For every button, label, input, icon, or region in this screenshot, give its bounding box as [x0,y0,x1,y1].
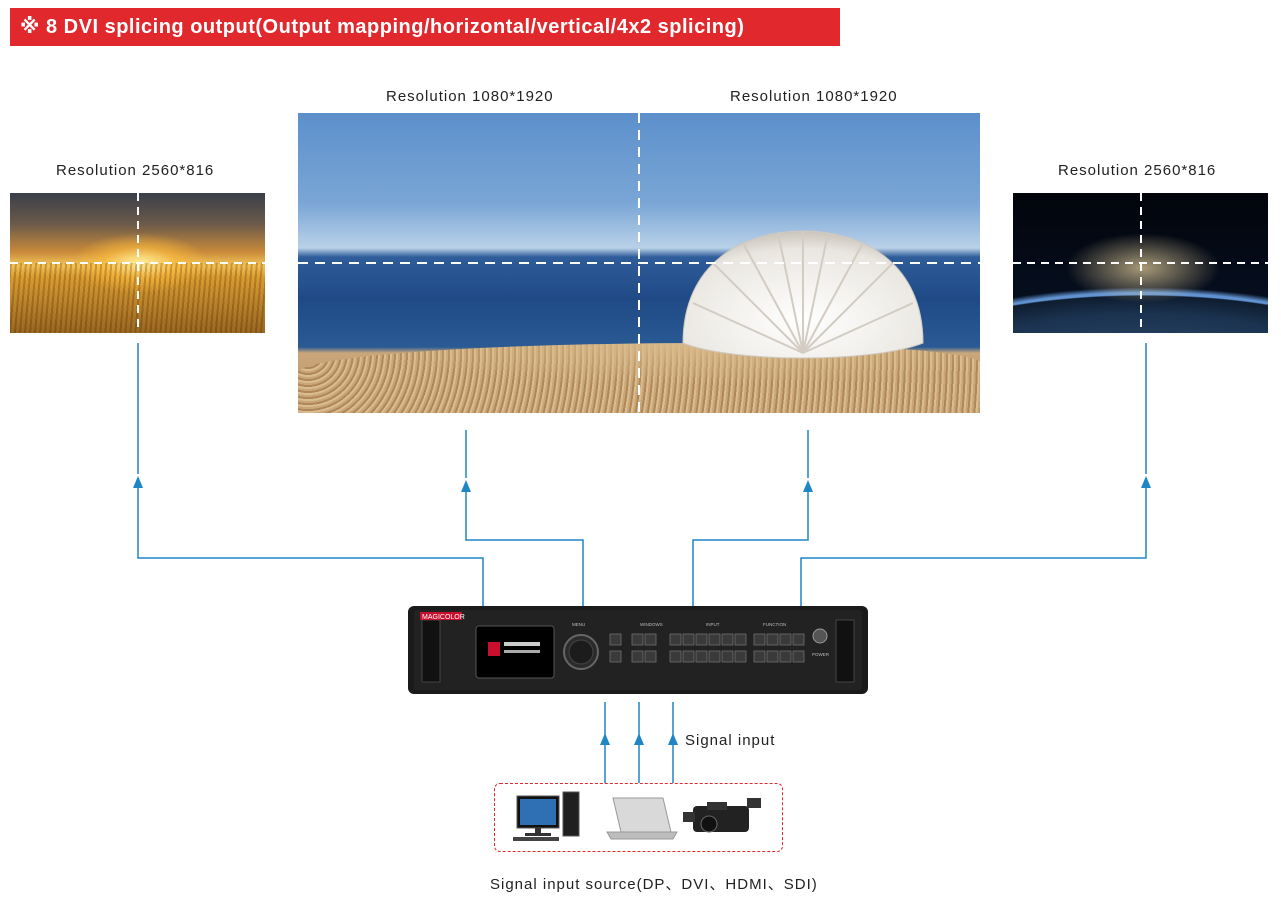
signal-input-label: Signal input [685,732,776,749]
label-left-output: Resolution 2560*816 [56,162,215,179]
power-label: POWER [812,652,830,657]
arrow-up-icon [803,480,813,492]
label-center-left-output: Resolution 1080*1920 [386,88,554,105]
windows-label: WINDOWS [640,622,663,627]
knob-label: MENU [572,622,585,627]
button-grid [609,633,805,663]
power-button-icon [812,628,828,644]
beach-screen [298,113,980,413]
earth-splice-lines [1013,193,1268,333]
desktop-computer-icon [513,791,580,841]
arrow-up-icon [461,480,471,492]
laptop-icon [606,797,678,840]
arrow-up-icon [133,476,143,488]
output-line-1 [137,484,484,606]
function-label: FUNCTION [763,622,786,627]
output-line-2 [465,488,584,606]
signal-source-box [494,783,783,852]
output-line-4 [800,484,1147,606]
earth-screen [1013,193,1268,333]
arrow-up-icon [634,733,644,745]
video-processor-device: MAGICOLOR MENU WINDOWS INPUT FUNCTION PO… [408,606,868,694]
camcorder-icon [683,798,761,833]
device-brand: MAGICOLOR [422,614,465,621]
arrow-up-icon [600,733,610,745]
sunset-screen [10,193,265,333]
output-line-3 [692,488,809,606]
beach-splice-lines [298,113,980,413]
title-banner: ※ 8 DVI splicing output(Output mapping/h… [10,8,840,46]
source-devices [513,791,761,841]
sunset-splice-lines [10,193,265,333]
signal-source-label: Signal input source(DP、DVI、HDMI、SDI) [490,876,818,893]
arrow-up-icon [1141,476,1151,488]
label-right-output: Resolution 2560*816 [1058,162,1217,179]
brand-logo-icon [488,642,500,656]
arrow-up-icon [668,733,678,745]
label-center-right-output: Resolution 1080*1920 [730,88,898,105]
input-label: INPUT [706,622,720,627]
